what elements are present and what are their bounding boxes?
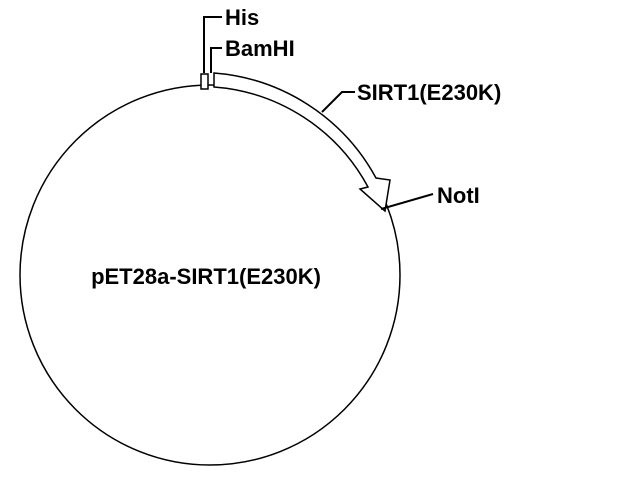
plasmid-name: pET28a-SIRT1(E230K) [91, 264, 321, 289]
his-label: His [225, 5, 259, 30]
sirt1-label: SIRT1(E230K) [357, 80, 501, 105]
his-leader-line [203, 16, 222, 73]
sirt1-leader-line [321, 91, 355, 113]
his-tag-box [200, 73, 209, 90]
noti-label: NotI [437, 183, 480, 208]
plasmid-backbone [19, 84, 401, 466]
bamhi-leader-line [210, 47, 222, 73]
sirt1-insert-arrow [213, 72, 391, 213]
noti-leader-line [380, 193, 434, 210]
bamhi-label: BamHI [225, 36, 295, 61]
